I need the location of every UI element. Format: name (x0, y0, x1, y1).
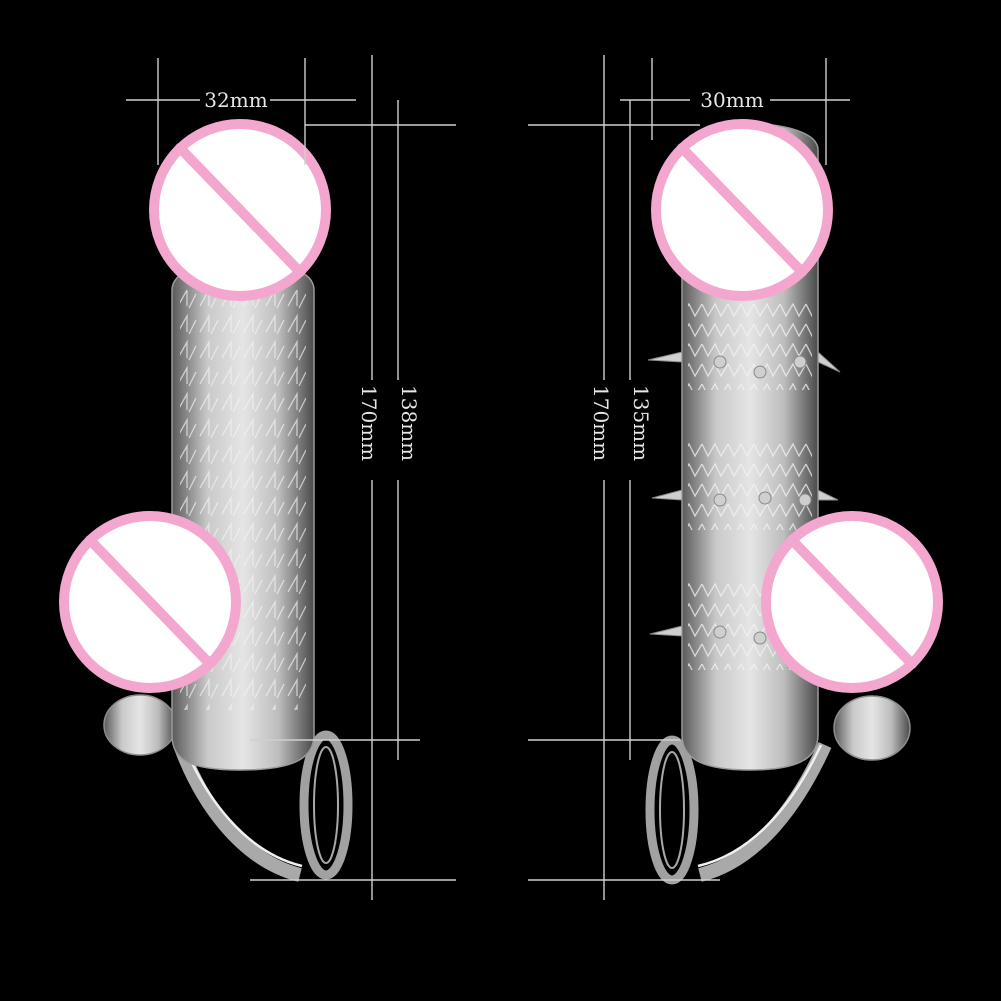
left-product-censor-bottom (59, 511, 241, 693)
left-inner-length-label: 138mm (397, 385, 421, 461)
right-product-texture-band-2 (688, 440, 812, 530)
right-product-ring (645, 695, 911, 885)
right-product-censor-top (651, 119, 833, 301)
right-product-censor-bottom (761, 511, 943, 693)
right-inner-length-label: 135mm (629, 385, 653, 461)
right-width-label: 30mm (700, 88, 763, 112)
left-dimensions: 32mm 138mm 170mm (126, 55, 456, 900)
left-width-label: 32mm (204, 88, 267, 112)
right-dimensions: 30mm 135mm 170mm (528, 55, 850, 900)
left-product-censor-top (149, 119, 331, 301)
left-total-length-label: 170mm (357, 385, 381, 461)
left-product-ring (103, 694, 353, 882)
left-product (59, 119, 353, 882)
right-product (645, 119, 943, 885)
right-total-length-label: 170mm (589, 385, 613, 461)
right-product-texture-band-1 (688, 300, 812, 390)
right-product-spikes (647, 350, 841, 645)
